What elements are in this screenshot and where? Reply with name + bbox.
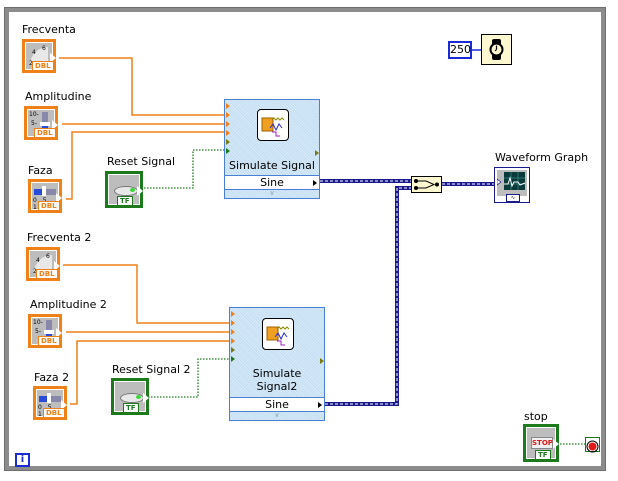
wire-frecventa[interactable] (59, 57, 226, 116)
amplitudine2-label: Amplitudine 2 (30, 298, 107, 311)
tf-type-tag: TF (123, 403, 139, 413)
waveform-graph-label: Waveform Graph (495, 151, 589, 164)
svg-text:4: 4 (32, 49, 36, 56)
dbl-type-tag: DBL (38, 336, 60, 346)
faza2-label: Faza 2 (34, 371, 70, 384)
wire-frecventa2[interactable] (63, 264, 232, 324)
wait-ms-constant[interactable]: 250 (448, 41, 472, 59)
svg-text:6: 6 (46, 253, 50, 260)
output-terminal-arrow (55, 327, 62, 339)
wristwatch-icon (489, 39, 504, 60)
svg-text:6: 6 (42, 45, 46, 52)
input-terminal (226, 103, 230, 109)
svg-text:4: 4 (36, 257, 40, 264)
wire-faza2[interactable] (70, 340, 232, 405)
input-terminal (226, 130, 230, 136)
waveform-graph-icon (496, 172, 526, 190)
input-terminal (231, 356, 235, 362)
output-terminal (320, 358, 324, 364)
tf-type-tag: TF (117, 196, 133, 206)
stop-label: stop (524, 410, 548, 423)
wire-reset-signal2[interactable] (148, 358, 232, 398)
output-terminal-arrow (136, 185, 143, 197)
dbl-type-tag: DBL (43, 408, 65, 418)
wire-reset-signal[interactable] (144, 149, 226, 189)
wire-faza[interactable] (66, 131, 226, 200)
output-terminal-arrow (49, 52, 56, 64)
input-terminal (231, 338, 235, 344)
svg-text:2: 2 (33, 268, 37, 275)
input-terminal (226, 121, 230, 127)
output-terminal-arrow (53, 260, 60, 272)
tf-type-tag: TF (535, 450, 551, 460)
wait-ms-function[interactable] (481, 34, 512, 65)
faza2-slide-control[interactable]: 0 5 10 DBL (33, 386, 67, 420)
led-button-icon (109, 175, 139, 204)
signal-type-selector[interactable]: Sine (230, 397, 324, 412)
dbl-type-tag: DBL (34, 128, 56, 138)
simulate-signal-express-vi[interactable]: Simulate Signal Sine ∨ (224, 99, 320, 199)
stop-button-face: STOP (531, 437, 553, 449)
output-terminal-arrow (55, 192, 62, 204)
reset-signal-label: Reset Signal (107, 155, 176, 168)
output-terminal (313, 180, 317, 186)
frecventa2-label: Frecventa 2 (27, 231, 92, 244)
output-terminal (318, 402, 322, 408)
input-terminal (231, 320, 235, 326)
dbl-type-tag: DBL (32, 61, 54, 71)
output-terminal (315, 150, 319, 156)
input-terminal (231, 347, 235, 353)
waveform-type-tag: ∿ (506, 194, 520, 202)
output-terminal-arrow (552, 438, 559, 450)
dbl-type-tag: DBL (38, 201, 60, 211)
expand-chevron-icon[interactable]: ∨ (269, 189, 275, 197)
reset-signal2-label: Reset Signal 2 (112, 363, 191, 376)
merge-signals-node[interactable] (411, 176, 442, 193)
loop-condition-terminal[interactable] (585, 437, 600, 453)
frecventa-label: Frecventa (22, 23, 76, 36)
amplitudine-label: Amplitudine (25, 90, 92, 103)
input-terminal (226, 112, 230, 118)
signal-type-value: Sine (265, 398, 289, 411)
faza-slide-control[interactable]: 0 5 10 DBL (28, 179, 62, 213)
wire-waveform-sim2[interactable] (325, 186, 412, 406)
iteration-terminal[interactable]: i (15, 453, 30, 467)
stop-if-true-icon (586, 440, 599, 453)
express-vi-name: Simulate Signal2 (252, 367, 302, 393)
reset-signal2-button-control[interactable]: TF (111, 378, 149, 415)
reset-signal-button-control[interactable]: TF (105, 171, 143, 208)
input-terminal (226, 139, 230, 145)
input-terminal (231, 311, 235, 317)
input-terminal (226, 148, 230, 154)
merge-icon (414, 179, 439, 190)
output-terminal-arrow (142, 392, 149, 404)
signal-type-value: Sine (260, 176, 284, 189)
dbl-type-tag: DBL (36, 269, 58, 279)
express-vi-name: Simulate Signal (229, 159, 315, 172)
amplitudine-slide-control[interactable]: 10- 5- DBL (24, 106, 58, 140)
faza-label: Faza (28, 164, 53, 177)
output-terminal-arrow (60, 399, 67, 411)
svg-text:2: 2 (29, 60, 33, 67)
waveform-graph-indicator[interactable]: ∿ (494, 167, 530, 203)
simulate-signal-icon (257, 109, 289, 141)
amplitudine2-slide-control[interactable]: 10- 5- DBL (28, 314, 62, 348)
output-terminal-arrow (51, 119, 58, 131)
expand-chevron-icon[interactable]: ∨ (274, 411, 280, 419)
signal-type-selector[interactable]: Sine (225, 175, 319, 190)
horizontal-slide-icon: 0 5 10 (37, 390, 63, 418)
stop-button-control[interactable]: STOP TF (523, 424, 559, 462)
input-terminal (231, 329, 235, 335)
simulate-signal-icon (262, 318, 294, 350)
simulate-signal2-express-vi[interactable]: Simulate Signal2 Sine ∨ (229, 307, 325, 421)
